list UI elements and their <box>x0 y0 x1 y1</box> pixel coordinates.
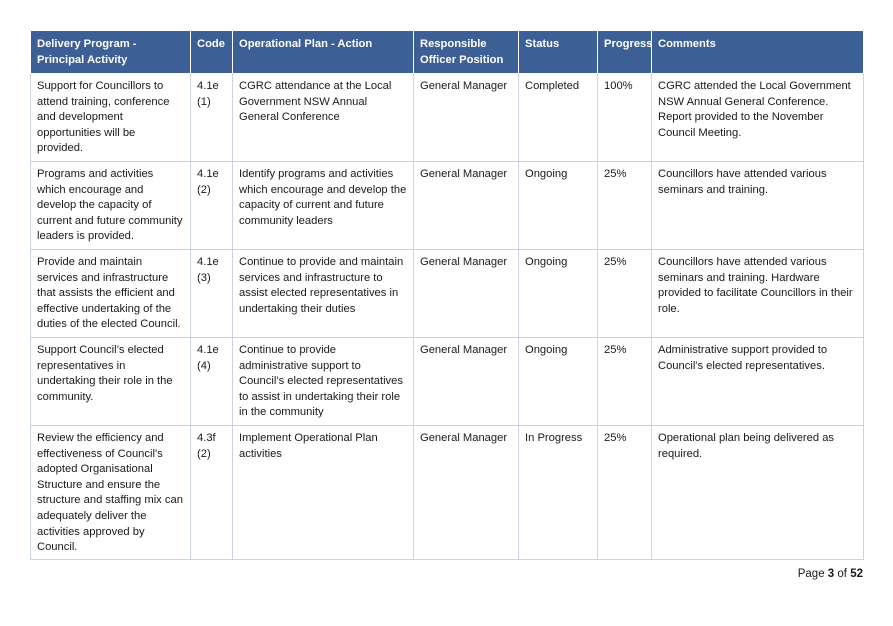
cell-progress: 25% <box>597 249 652 338</box>
cell-progress: 25% <box>597 425 652 560</box>
header-code: Code <box>190 30 233 74</box>
cell-activity: Programs and activities which encourage … <box>30 161 191 250</box>
table-row: Programs and activities which encourage … <box>30 161 864 250</box>
cell-action: Implement Operational Plan activities <box>232 425 414 560</box>
cell-status: In Progress <box>518 425 598 560</box>
cell-action: CGRC attendance at the Local Government … <box>232 73 414 162</box>
cell-progress: 25% <box>597 337 652 426</box>
header-progress: Progress <box>597 30 653 74</box>
header-action: Operational Plan - Action <box>232 30 414 74</box>
table-row: Support Council’s elected representative… <box>30 337 864 426</box>
cell-status: Ongoing <box>518 337 598 426</box>
cell-officer: General Manager <box>413 73 519 162</box>
cell-officer: General Manager <box>413 249 519 338</box>
cell-code: 4.1e (3) <box>190 249 233 338</box>
table-row: Review the efficiency and effectiveness … <box>30 425 864 560</box>
page-prefix: Page <box>797 568 825 580</box>
cell-progress: 100% <box>597 73 652 162</box>
header-activity: Delivery Program - Principal Activity <box>30 30 191 74</box>
cell-comments: Operational plan being delivered as requ… <box>651 425 864 560</box>
cell-activity: Support for Councillors to attend traini… <box>30 73 191 162</box>
header-status: Status <box>518 30 598 74</box>
cell-action: Identify programs and activities which e… <box>232 161 414 250</box>
cell-status: Completed <box>518 73 598 162</box>
cell-activity: Support Council’s elected representative… <box>30 337 191 426</box>
page-current: 3 <box>827 568 835 580</box>
header-officer: Responsible Officer Position <box>413 30 519 74</box>
cell-code: 4.1e (4) <box>190 337 233 426</box>
page-number: Page 3 of 52 <box>798 568 863 580</box>
page-total: 52 <box>850 568 863 580</box>
cell-code: 4.1e (1) <box>190 73 233 162</box>
cell-code: 4.3f (2) <box>190 425 233 560</box>
cell-progress: 25% <box>597 161 652 250</box>
report-table: Delivery Program - Principal Activity Co… <box>30 30 864 560</box>
table-row: Provide and maintain services and infras… <box>30 249 864 338</box>
table-row: Support for Councillors to attend traini… <box>30 73 864 162</box>
cell-code: 4.1e (2) <box>190 161 233 250</box>
cell-comments: Councillors have attended various semina… <box>651 161 864 250</box>
cell-action: Continue to provide administrative suppo… <box>232 337 414 426</box>
cell-activity: Review the efficiency and effectiveness … <box>30 425 191 560</box>
cell-officer: General Manager <box>413 337 519 426</box>
header-comments: Comments <box>651 30 864 74</box>
cell-status: Ongoing <box>518 161 598 250</box>
table-header-row: Delivery Program - Principal Activity Co… <box>30 30 864 74</box>
page-separator: of <box>837 568 847 580</box>
cell-status: Ongoing <box>518 249 598 338</box>
cell-comments: CGRC attended the Local Government NSW A… <box>651 73 864 162</box>
cell-officer: General Manager <box>413 161 519 250</box>
cell-action: Continue to provide and maintain service… <box>232 249 414 338</box>
cell-activity: Provide and maintain services and infras… <box>30 249 191 338</box>
cell-comments: Councillors have attended various semina… <box>651 249 864 338</box>
cell-comments: Administrative support provided to Counc… <box>651 337 864 426</box>
cell-officer: General Manager <box>413 425 519 560</box>
